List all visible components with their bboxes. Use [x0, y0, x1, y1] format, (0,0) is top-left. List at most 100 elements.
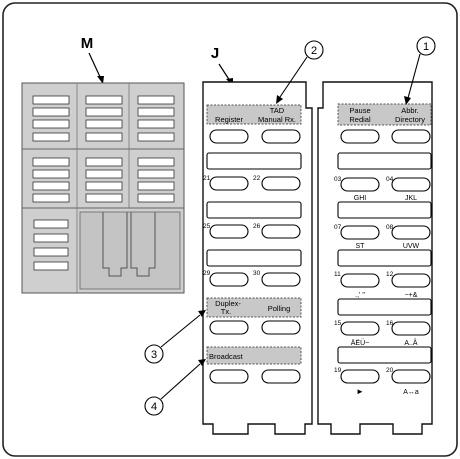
- one-touch-key-11[interactable]: [340, 273, 380, 288]
- key-number: 19: [334, 367, 342, 374]
- polling-label: Polling: [268, 304, 291, 313]
- one-touch-key-08[interactable]: [391, 225, 431, 240]
- manual-rx-label: Manual Rx.: [258, 115, 296, 124]
- callout-4-arrowhead: [198, 359, 206, 366]
- one-touch-key[interactable]: [261, 369, 301, 384]
- key-sub-label: −+&: [405, 292, 418, 299]
- key-number: 12: [386, 271, 394, 278]
- key-number: 25: [203, 223, 211, 230]
- one-touch-key-07[interactable]: [340, 225, 380, 240]
- one-touch-key-15[interactable]: [340, 321, 380, 336]
- key-number: 22: [253, 175, 261, 182]
- label-bar: [337, 249, 432, 267]
- panel-m-key: [85, 107, 123, 117]
- key-sub-label: ►: [356, 387, 364, 396]
- one-touch-key-29[interactable]: [209, 272, 249, 287]
- panel-m-keys: [32, 95, 175, 271]
- key-number: 04: [386, 176, 394, 183]
- abbr-directory-key[interactable]: [391, 129, 431, 144]
- key-sub-label: A..Â: [404, 338, 418, 347]
- panel-m-key: [137, 157, 175, 167]
- callouts: 1 2 3 4: [144, 36, 436, 416]
- manual-rx-key[interactable]: [261, 129, 301, 144]
- panel-m-key: [85, 119, 123, 129]
- one-touch-key-19[interactable]: [340, 369, 380, 384]
- one-touch-key-22[interactable]: [261, 176, 301, 191]
- broadcast-box: [206, 346, 302, 365]
- key-sub-label: GHI: [354, 195, 367, 202]
- label-bar: [206, 201, 302, 219]
- label-bar: [206, 152, 302, 170]
- callout-4-line: [160, 363, 201, 400]
- pause-line2: Redial: [349, 115, 371, 124]
- callout-3-number: 3: [151, 349, 157, 361]
- key-number: 21: [203, 175, 211, 182]
- key-sub-label: ST: [356, 243, 366, 250]
- callout-2-line: [279, 56, 308, 98]
- one-touch-key-30[interactable]: [261, 272, 301, 287]
- one-touch-key-20[interactable]: [391, 369, 431, 384]
- label-bar: [337, 201, 432, 219]
- one-touch-key-12[interactable]: [391, 273, 431, 288]
- label-bar: [206, 249, 302, 267]
- panel-m-key: [33, 261, 69, 271]
- key-sub-label: JKL: [405, 195, 417, 202]
- one-touch-key-04[interactable]: [391, 177, 431, 192]
- register-key[interactable]: [209, 129, 249, 144]
- panel-m: M: [21, 35, 185, 294]
- polling-key[interactable]: [261, 320, 301, 335]
- label-bar: [337, 346, 432, 364]
- panel-m-key: [137, 132, 175, 142]
- callout-1-line: [407, 53, 421, 99]
- tad-label: TAD: [270, 106, 285, 115]
- callout-1-arrowhead: [404, 96, 411, 105]
- callout-1-circle: [416, 36, 436, 56]
- panel-m-tray: [79, 211, 181, 290]
- panel-m-key: [85, 132, 123, 142]
- callout-3-line: [160, 314, 201, 348]
- panel-m-key: [33, 219, 69, 229]
- panel-m-pointer: [88, 52, 102, 80]
- panel-m-key: [85, 157, 123, 167]
- panel-m-key: [32, 193, 70, 203]
- callout-4-number: 4: [151, 401, 157, 413]
- key-number: 03: [334, 176, 342, 183]
- one-touch-key-21[interactable]: [209, 176, 249, 191]
- key-sub-label: UVW: [403, 243, 420, 250]
- panel-m-key: [33, 233, 69, 243]
- one-touch-key-26[interactable]: [261, 224, 301, 239]
- one-touch-key-16[interactable]: [391, 321, 431, 336]
- broadcast-key[interactable]: [209, 369, 249, 384]
- one-touch-key-03[interactable]: [340, 177, 380, 192]
- broadcast-label: Broadcast: [209, 352, 244, 361]
- panel-m-key: [32, 181, 70, 191]
- panel-m-slot-1: [102, 212, 128, 277]
- panel-m-slot-2: [130, 212, 156, 277]
- key-number: 16: [386, 320, 394, 327]
- pause-redial-key[interactable]: [340, 129, 380, 144]
- panel-m-key: [85, 169, 123, 179]
- panel-m-key: [32, 169, 70, 179]
- key-number: 15: [334, 320, 342, 327]
- panel-j-pointer: [218, 63, 231, 82]
- one-touch-key-25[interactable]: [209, 224, 249, 239]
- panel-m-key: [137, 169, 175, 179]
- callout-2-circle: [304, 40, 324, 60]
- register-label: Register: [215, 115, 243, 124]
- callout-1-number: 1: [423, 41, 429, 53]
- label-bar: [337, 298, 432, 316]
- duplex-tx-key[interactable]: [209, 320, 249, 335]
- panel-m-label: M: [81, 35, 94, 52]
- key-sub-label: A↔a: [403, 389, 419, 396]
- panel-m-key: [85, 193, 123, 203]
- abbr-line1: Abbr.: [401, 106, 419, 115]
- panel-m-key: [137, 181, 175, 191]
- callout-2-arrowhead: [276, 95, 283, 104]
- key-number: 11: [334, 271, 341, 278]
- panel-m-key: [32, 157, 70, 167]
